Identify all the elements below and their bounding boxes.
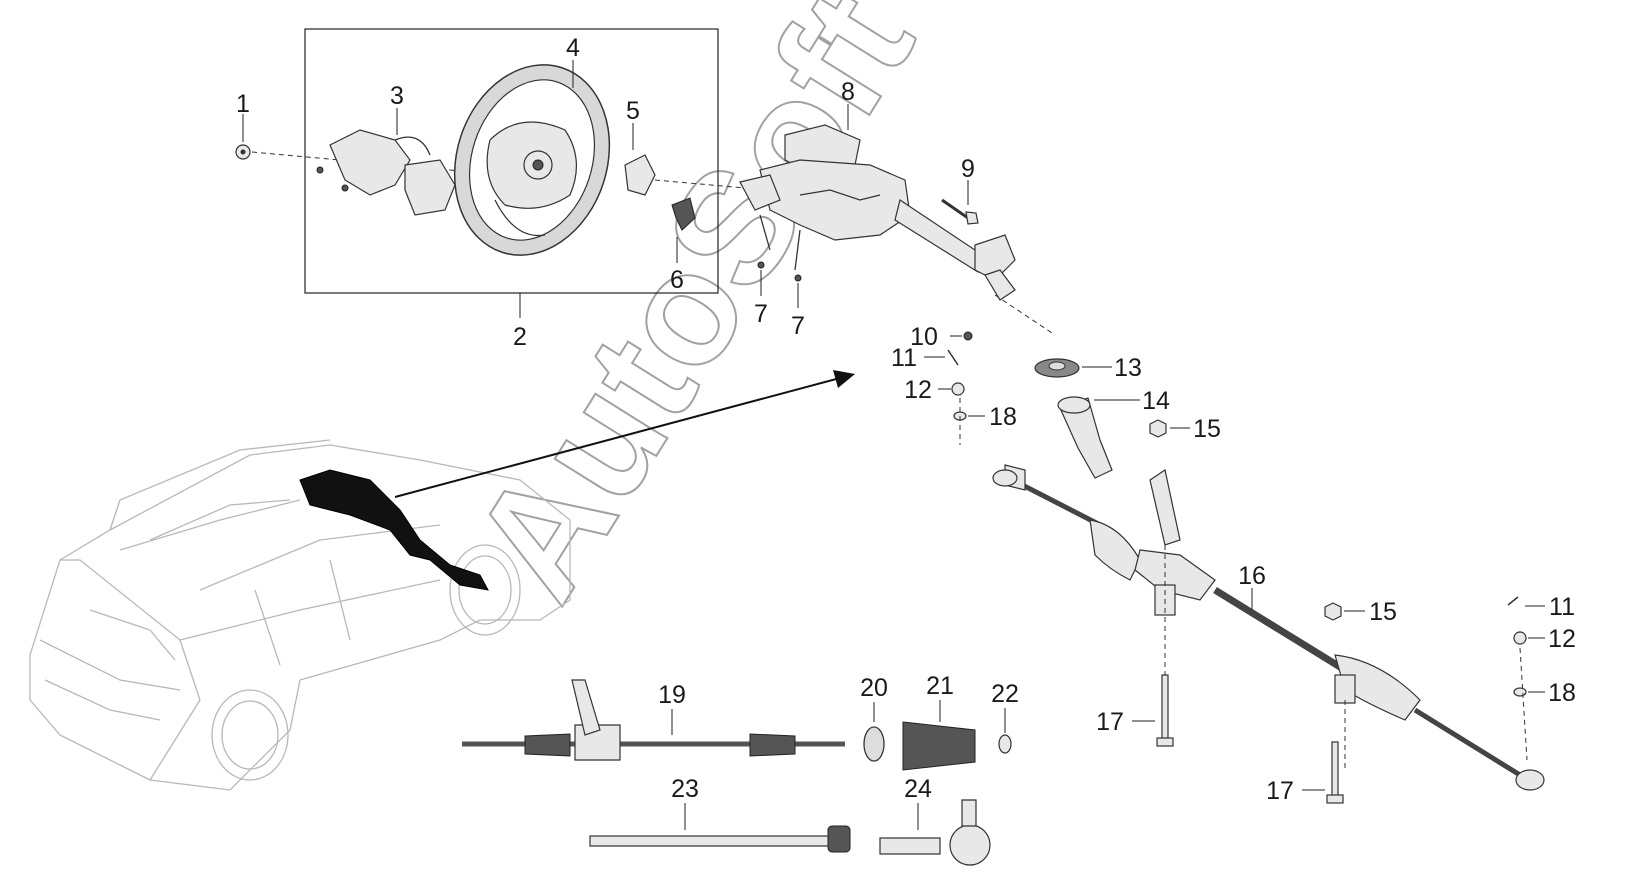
callout-9: 9 xyxy=(961,155,975,183)
callout-17-right: 17 xyxy=(1266,777,1294,805)
callout-23: 23 xyxy=(671,775,699,803)
callout-24: 24 xyxy=(904,775,932,803)
part-20-clamp xyxy=(863,702,885,762)
callout-15-upper: 15 xyxy=(1193,415,1221,443)
callout-21: 21 xyxy=(926,672,954,700)
part-23-tie-rod xyxy=(589,803,851,853)
part-16-steering-gear xyxy=(992,464,1545,791)
location-arrow xyxy=(394,370,855,498)
callout-12-upper: 12 xyxy=(904,376,932,404)
callout-14: 14 xyxy=(1142,387,1170,415)
part-18-washer-lower xyxy=(1513,647,1545,761)
callout-3: 3 xyxy=(390,82,404,110)
part-22-clamp xyxy=(998,708,1012,754)
callout-17-left: 17 xyxy=(1096,708,1124,736)
callout-22: 22 xyxy=(991,680,1019,708)
part-17-bolt-left xyxy=(1132,674,1174,747)
callout-6: 6 xyxy=(670,266,684,294)
callout-10: 10 xyxy=(910,323,938,351)
part-4-steering-wheel xyxy=(453,60,611,256)
callout-7-right: 7 xyxy=(791,312,805,340)
callout-labels: 1 2 3 4 5 6 7 7 8 9 10 11 12 18 13 14 15… xyxy=(236,34,1576,805)
part-19-rack-assembly xyxy=(462,679,845,761)
part-13-grommet xyxy=(1034,358,1112,378)
part-15-nut-upper xyxy=(1149,419,1190,438)
part-11-pin-upper xyxy=(924,349,959,366)
callout-8: 8 xyxy=(841,78,855,106)
callout-2: 2 xyxy=(513,323,527,351)
callout-1: 1 xyxy=(236,90,250,118)
part-12-nut-upper xyxy=(938,382,965,396)
part-8-steering-column xyxy=(739,104,1056,336)
part-24-tie-rod-end xyxy=(879,799,991,866)
part-17-bolt-right xyxy=(1302,741,1344,804)
part-7-clips xyxy=(757,261,802,308)
callout-18-upper: 18 xyxy=(989,403,1017,431)
vehicle-outline xyxy=(29,439,571,791)
callout-12-lower: 12 xyxy=(1548,625,1576,653)
callout-7-left: 7 xyxy=(754,300,768,328)
part-6-paddle xyxy=(671,197,696,263)
callout-20: 20 xyxy=(860,674,888,702)
part-9-bolt xyxy=(941,180,979,225)
callout-11-lower: 11 xyxy=(1549,593,1575,621)
part-14-boot xyxy=(1057,396,1140,479)
steering-wheel-group-box xyxy=(304,28,719,318)
callout-16: 16 xyxy=(1238,562,1266,590)
callout-4: 4 xyxy=(566,34,580,62)
part-18-washer-upper xyxy=(953,398,985,445)
callout-19: 19 xyxy=(658,681,686,709)
part-3-switch-assembly xyxy=(316,108,456,216)
part-12-nut-lower xyxy=(1513,631,1545,645)
part-10-nut xyxy=(950,331,973,341)
callout-13: 13 xyxy=(1114,354,1142,382)
callout-5: 5 xyxy=(626,97,640,125)
callout-18-lower: 18 xyxy=(1548,679,1576,707)
part-5-cover xyxy=(624,123,746,196)
callout-11-upper: 11 xyxy=(891,344,917,372)
part-21-bellows xyxy=(902,700,976,771)
part-15-nut-lower xyxy=(1324,602,1365,621)
part-11-pin-lower xyxy=(1507,596,1545,607)
callout-15-lower: 15 xyxy=(1369,598,1397,626)
steering-system-highlight xyxy=(299,469,489,591)
